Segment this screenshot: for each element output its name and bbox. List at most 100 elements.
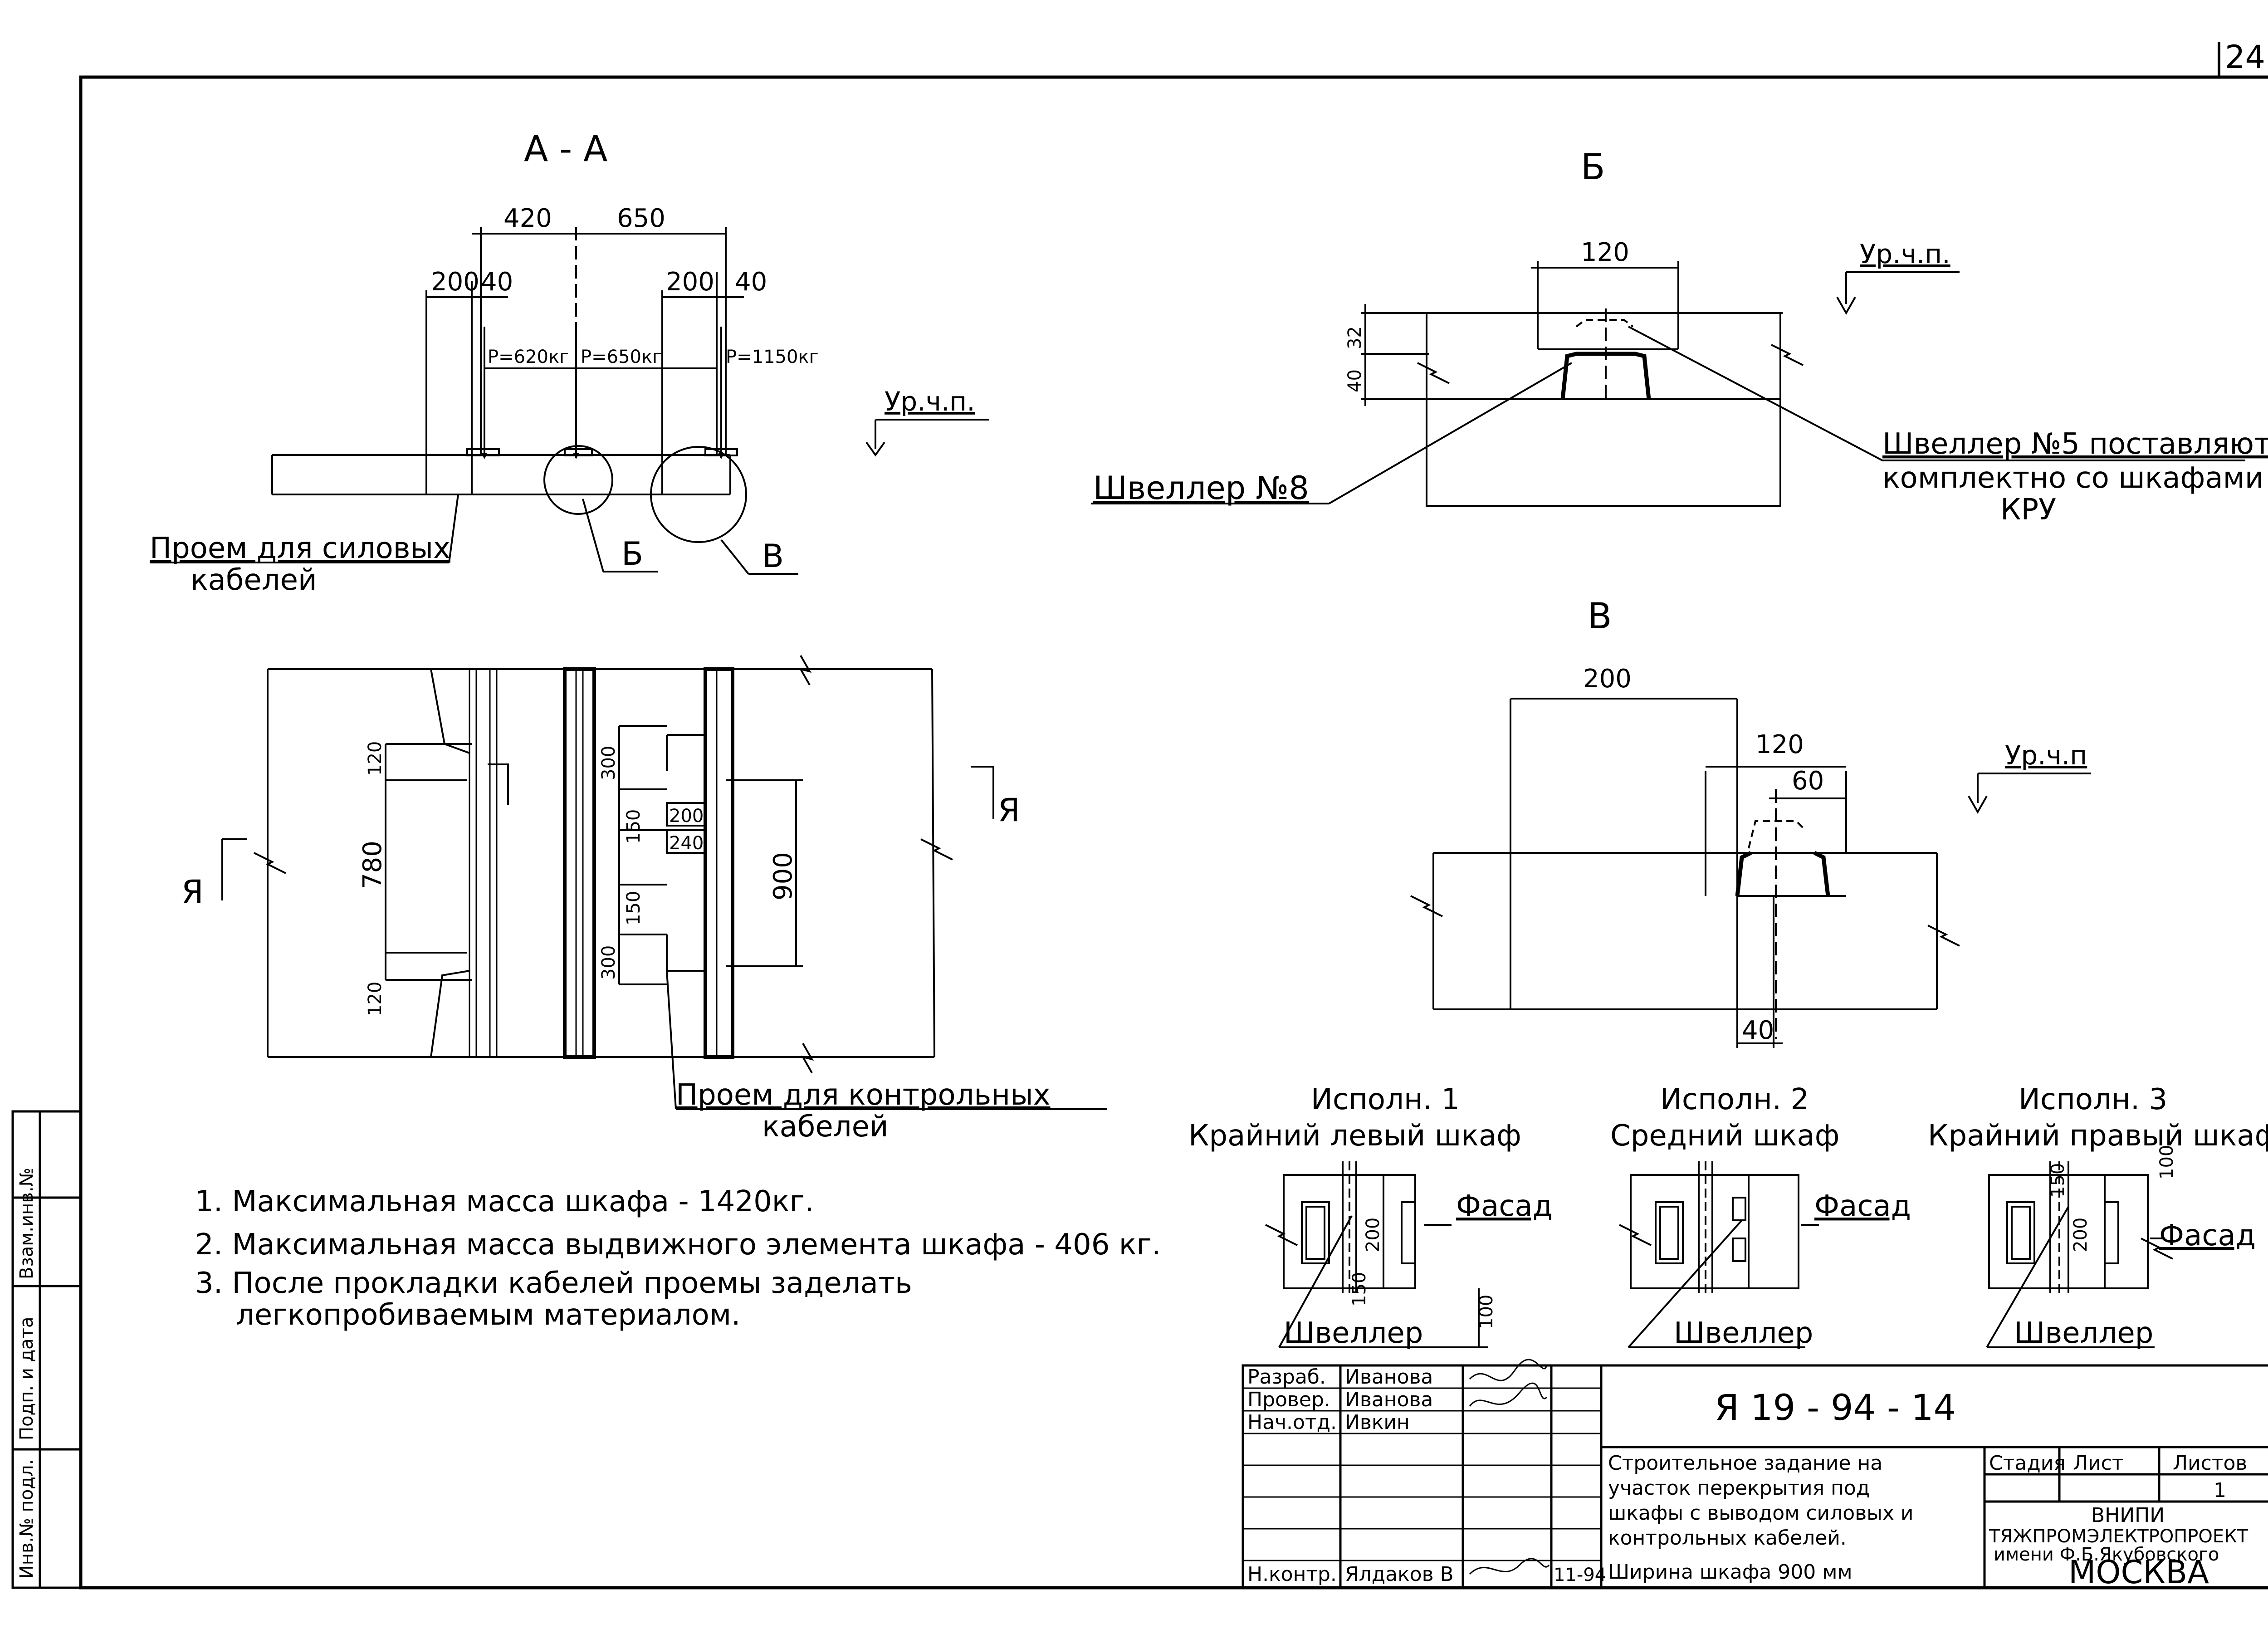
side-stamp-inv-label: Инв.№ подл. [16,1459,37,1579]
plan-view [221,655,1107,1110]
v-dim-60: 60 [1792,766,1824,796]
variant-3-dim-150: 150 [2048,1163,2068,1198]
sheet-frame [79,42,2268,1590]
variant-1 [1265,1161,1488,1348]
plan-dim-150-bottom: 150 [623,891,644,925]
tb-col-sheet: Лист [2073,1452,2124,1475]
variant-3-dim-200: 200 [2070,1218,2091,1252]
b-level-label: Ур.ч.п. [1860,239,1950,269]
b-channel5-line2: комплектно со шкафами [1882,461,2263,495]
tb-role-3: Н.контр. [1247,1563,1337,1586]
tb-col-stage: Стадия [1989,1452,2066,1475]
variant-1-channel: Швеллер [1284,1316,1423,1350]
aa-dim-40-right: 40 [735,267,767,297]
b-dim-40: 40 [1344,369,1365,392]
tb-org-1: ВНИПИ [2091,1504,2165,1527]
tb-description-5: Ширина шкафа 900 мм [1608,1561,1853,1584]
tb-date: 11-94 [1554,1565,1606,1585]
aa-dim-40-left: 40 [481,267,513,297]
variant-3-title: Исполн. 3 [2019,1083,2167,1116]
note-2: 2. Максимальная масса выдвижного элемент… [195,1228,1161,1262]
page-number: 24 [2225,39,2265,76]
variant-1-subtitle: Крайний левый шкаф [1188,1119,1521,1153]
plan-opening-control-line1: Проем для контрольных [676,1078,1051,1112]
variant-3-channel: Швеллер [2014,1316,2153,1350]
tb-role-1: Провер. [1247,1388,1330,1411]
tb-description-2: участок перекрытия под [1608,1477,1870,1500]
aa-load-3: P=1150кг [726,347,819,367]
tb-doc-code: Я 19 - 94 - 14 [1715,1388,1956,1429]
side-stamp-sign-label: Подп. и дата [16,1317,37,1440]
plan-dim-300-bottom: 300 [598,945,619,980]
variant-3-facade: Фасад [2159,1219,2256,1252]
tb-description-3: шкафы с выводом силовых и [1608,1502,1914,1525]
variant-3-dim-100: 100 [2156,1145,2177,1179]
plan-dim-780: 780 [358,841,387,889]
variant-1-dim-200: 200 [1363,1218,1383,1252]
variant-3 [1986,1161,2173,1348]
tb-name-0: Иванова [1345,1365,1433,1389]
variant-1-facade: Фасад [1456,1189,1553,1223]
variant-1-dim-100: 100 [1476,1295,1497,1329]
note-1: 1. Максимальная масса шкафа - 1420кг. [195,1185,814,1218]
aa-opening-power-line2: кабелей [191,563,317,597]
b-channel5-line3: КРУ [2000,493,2056,527]
plan-dim-120-bottom: 120 [365,982,386,1016]
plan-dim-300-top: 300 [598,746,619,780]
aa-callout-v: В [762,538,784,575]
b-channel5-line1: Швеллер №5 поставляют [1882,427,2268,461]
aa-dim-420: 420 [503,204,552,233]
variant-3-subtitle: Крайний правый шкаф [1928,1119,2268,1153]
tb-org-4: МОСКВА [2068,1554,2209,1591]
tb-org-2: ТЯЖПРОМЭЛЕКТРОПРОЕКТ [1989,1526,2248,1547]
plan-dim-240: 240 [669,833,704,854]
variant-2 [1619,1161,1819,1348]
title-block [1242,1359,2268,1589]
detail-b [1091,261,2245,507]
plan-dim-120-top: 120 [365,741,386,776]
tb-description-1: Строительное задание на [1608,1452,1882,1475]
plan-dim-150-top: 150 [623,809,644,844]
detail-v [1410,698,2091,1048]
variant-2-subtitle: Средний шкаф [1610,1119,1839,1153]
aa-dim-200-right: 200 [666,267,714,297]
aa-dim-650: 650 [617,204,665,233]
section-aa-title: А - А [524,129,607,170]
aa-load-2: P=650кг [581,347,662,367]
variant-2-title: Исполн. 2 [1660,1083,1809,1116]
v-dim-120: 120 [1755,730,1804,759]
plan-dim-200: 200 [669,806,704,827]
side-stamp [11,1110,82,1589]
tb-name-2: Ивкин [1345,1411,1410,1434]
tb-sheet-number: 1 [2214,1479,2226,1502]
aa-level-label: Ур.ч.п. [885,386,975,417]
plan-section-mark-left: Я [181,873,204,910]
tb-role-0: Разраб. [1247,1365,1326,1389]
section-aa [150,227,989,575]
section-v-title: В [1588,596,1612,637]
plan-dim-900: 900 [768,852,798,900]
v-level-label: Ур.ч.п [2005,740,2087,771]
variant-2-channel: Швеллер [1674,1316,1813,1350]
tb-org-3: имени Ф.Б.Якубовского [1994,1544,2219,1565]
tb-role-2: Нач.отд. [1247,1411,1337,1434]
tb-description-4: контрольных кабелей. [1608,1526,1847,1550]
variant-1-title: Исполн. 1 [1311,1083,1460,1116]
plan-section-mark-right: Я [998,792,1020,829]
side-stamp-replace-label: Взам.инв.№ [16,1168,37,1279]
aa-load-1: P=620кг [488,347,569,367]
aa-callout-b: Б [621,535,643,572]
b-dim-width: 120 [1581,238,1629,267]
tb-name-1: Иванова [1345,1388,1433,1411]
variant-1-dim-150: 150 [1349,1272,1370,1306]
note-3-continued: легкопробиваемым материалом. [236,1298,740,1332]
variant-2-facade: Фасад [1814,1189,1911,1223]
b-channel8-label: Швеллер №8 [1093,470,1309,507]
aa-opening-power-line1: Проем для силовых [150,532,450,565]
b-dim-32: 32 [1344,326,1365,349]
note-3: 3. После прокладки кабелей проемы задела… [195,1267,912,1300]
aa-dim-200-left: 200 [431,267,479,297]
section-b-title: Б [1581,147,1605,188]
tb-col-sheets: Листов [2173,1452,2247,1475]
